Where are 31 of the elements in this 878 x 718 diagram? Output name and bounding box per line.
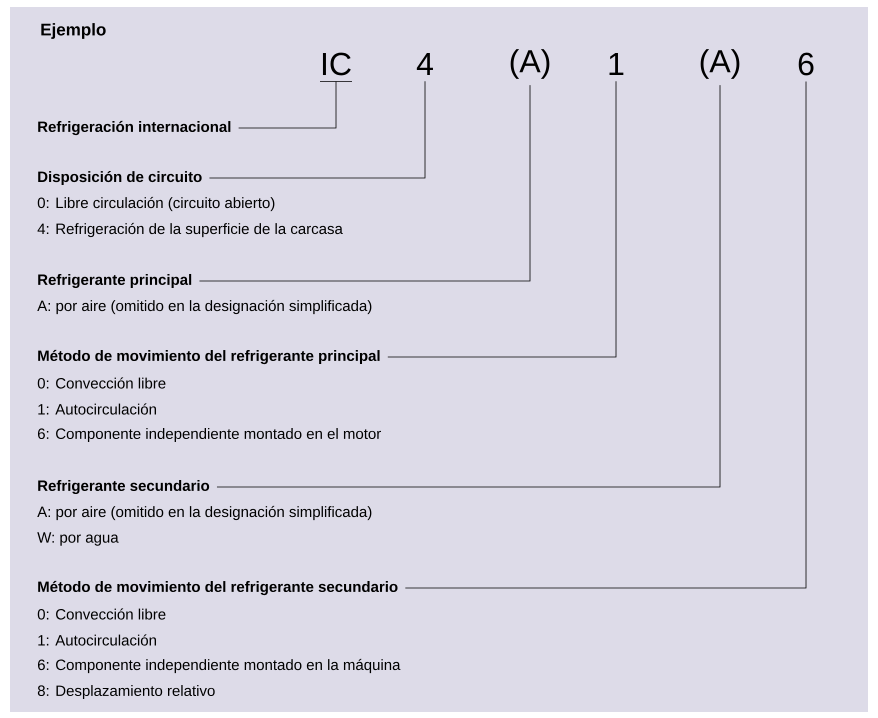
description-text: A: por aire (omitido en la designación simplificada)	[37, 506, 372, 520]
code-symbol: (A)	[510, 49, 550, 79]
leader-line	[238, 81, 352, 128]
heading-text: Refrigeración internacional	[38, 120, 230, 136]
description-text: 1: Autocirculación	[38, 634, 156, 646]
code-symbol: 4	[416, 53, 433, 75]
code-symbol: 6	[798, 52, 814, 76]
description-text: A: por aire (omitido en la designación simplificada)	[37, 300, 372, 314]
heading-text: Método de movimiento del refrigerante principal	[38, 350, 380, 364]
description-text: 8: Desplazamiento relativo	[38, 685, 215, 699]
leader-line	[216, 84, 720, 488]
leader-line	[209, 80, 426, 178]
title: Ejemplo	[41, 23, 106, 39]
heading-text: Refrigerante secundario	[38, 480, 210, 494]
leader-line	[404, 81, 806, 588]
code-symbol: (A)	[700, 49, 740, 79]
description-text: 6: Componente independiente montado en la máquina	[38, 658, 400, 674]
leader-line	[199, 84, 530, 282]
leader-line	[387, 80, 616, 358]
description-text: 0: Libre circulación (circuito abierto)	[38, 196, 274, 212]
description-text: 6: Componente independiente montado en el motor	[38, 428, 381, 442]
description-text: 0: Convección libre	[38, 608, 166, 620]
description-text: 0: Convección libre	[38, 377, 166, 389]
code-symbol: IC	[322, 52, 351, 76]
description-text: 1: Autocirculación	[38, 403, 156, 415]
heading-text: Refrigerante principal	[38, 274, 192, 288]
heading-text: Disposición de circuito	[38, 170, 202, 186]
description-text: 4: Refrigeración de la superficie de la carcasa	[38, 222, 343, 238]
description-text: W: por agua	[37, 532, 119, 546]
heading-text: Método de movimiento del refrigerante secundario	[38, 580, 398, 596]
code-symbol: 1	[610, 53, 624, 75]
